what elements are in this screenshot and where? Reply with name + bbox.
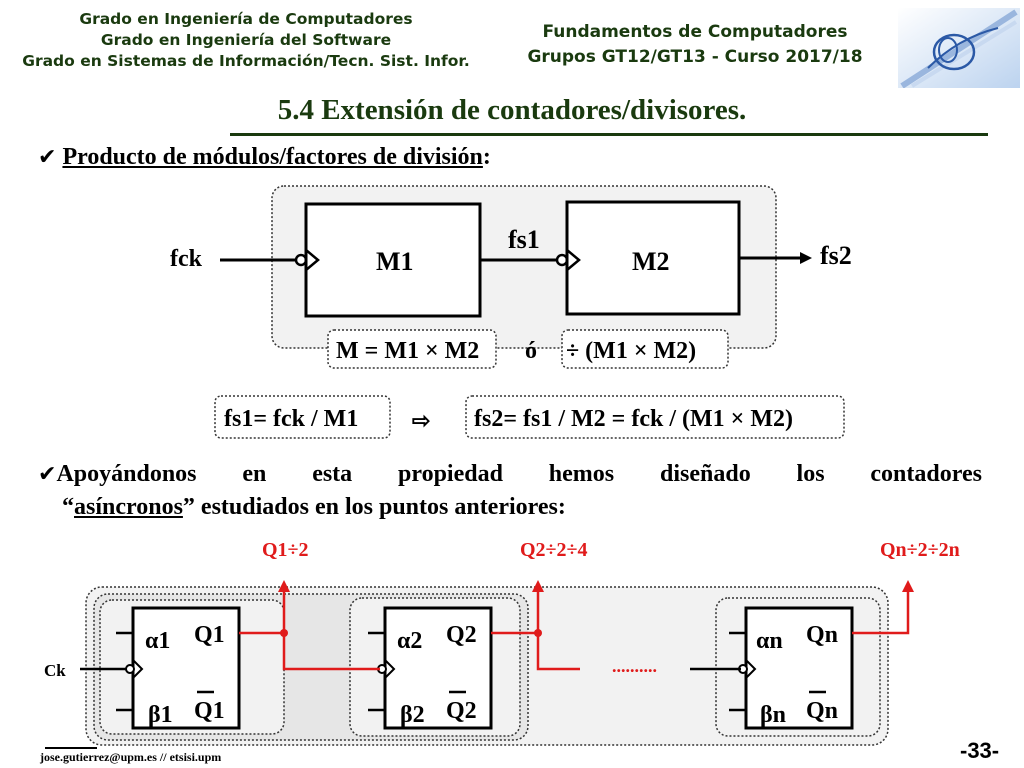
course-name: Fundamentos de Computadores bbox=[542, 22, 848, 42]
header-line: Grado en Sistemas de Información/Tecn. S… bbox=[22, 52, 470, 70]
block-m1 bbox=[304, 202, 482, 318]
qn-output-label: Qn÷2÷2n bbox=[880, 539, 960, 561]
word: contadores bbox=[870, 461, 982, 487]
or-label: ó bbox=[525, 338, 537, 364]
junction-dot-icon bbox=[534, 629, 542, 637]
clock-triangle-icon bbox=[566, 249, 581, 271]
footer-rule bbox=[45, 747, 97, 749]
word: hemos bbox=[548, 461, 615, 487]
university-logo-icon bbox=[898, 8, 1020, 88]
q-label: Q2 bbox=[446, 622, 477, 648]
page-title: 5.4 Extensión de contadores/divisores. bbox=[277, 94, 747, 126]
title-divider bbox=[230, 133, 988, 136]
formula-box-b bbox=[561, 329, 729, 369]
header-left: Grado en Ingeniería de Computadores Grad… bbox=[12, 9, 480, 72]
bullet-text: Producto de módulos/factores de división bbox=[62, 144, 483, 170]
equation-1: fs1= fck / M1 bbox=[224, 406, 358, 432]
word: diseñado bbox=[659, 461, 751, 487]
clock-label: Ck bbox=[44, 661, 66, 680]
junction-dot-icon bbox=[280, 629, 288, 637]
arrow-up-icon bbox=[902, 580, 914, 592]
bullet-product-of-modules: ✔ Producto de módulos/factores de divisi… bbox=[38, 144, 491, 170]
header-line: Grado en Ingeniería de Computadores bbox=[79, 10, 413, 28]
word: los bbox=[796, 461, 825, 487]
arrow-right-icon bbox=[800, 252, 812, 264]
header-right: Fundamentos de Computadores Grupos GT12/… bbox=[500, 20, 890, 70]
underlined-term: asíncronos bbox=[74, 494, 183, 520]
clock-triangle-icon bbox=[305, 249, 320, 271]
block-m2 bbox=[565, 200, 741, 316]
fck-label: fck bbox=[170, 246, 203, 272]
beta-label: β1 bbox=[148, 702, 173, 728]
qbar-label: Q1 bbox=[194, 698, 225, 724]
equation-2: fs2= fs1 / M2 = fck / (M1 × M2) bbox=[474, 406, 793, 432]
q2-output-label: Q2÷2÷4 bbox=[520, 539, 588, 561]
equation-box-1 bbox=[214, 395, 391, 439]
arrow-up-icon bbox=[278, 580, 290, 592]
formula-box-a bbox=[327, 329, 497, 369]
clock-bubble-icon bbox=[125, 664, 135, 674]
m1-label: M1 bbox=[376, 247, 414, 276]
implies-arrow-icon: ⇨ bbox=[412, 408, 430, 433]
word: en bbox=[242, 461, 267, 487]
bullet2-line2: “asíncronos” estudiados en los puntos an… bbox=[38, 491, 982, 523]
m2-label: M2 bbox=[632, 247, 670, 276]
word: Apoyándonos bbox=[56, 461, 197, 487]
alpha-label: αn bbox=[756, 628, 783, 654]
q-signal-wires bbox=[239, 588, 910, 671]
fs2-label: fs2 bbox=[820, 241, 852, 270]
q1-output-label: Q1÷2 bbox=[262, 539, 309, 561]
qbar-label: Q2 bbox=[446, 698, 477, 724]
checkmark-icon: ✔ bbox=[38, 145, 57, 170]
alpha-label: α2 bbox=[397, 628, 422, 654]
equation-box-2 bbox=[465, 395, 845, 439]
checkmark-icon: ✔ bbox=[38, 462, 57, 487]
beta-label: β2 bbox=[400, 702, 425, 728]
header-line: Grado en Ingeniería del Software bbox=[100, 31, 392, 49]
beta-label: βn bbox=[760, 702, 786, 728]
footer-email: jose.gutierrez@upm.es // etsisi.upm bbox=[40, 750, 222, 764]
arrow-up-icon bbox=[532, 580, 544, 592]
formula-a: M = M1 × M2 bbox=[336, 338, 479, 364]
q-label: Q1 bbox=[194, 622, 225, 648]
flip-flop-n: αn βn Qn Qn bbox=[729, 606, 854, 730]
open-quote: “ bbox=[62, 494, 74, 520]
alpha-label: α1 bbox=[145, 628, 170, 654]
bullet2-suffix: ” estudiados en los puntos anteriores: bbox=[182, 494, 566, 520]
flip-flop-2: α2 β2 Q2 Q2 bbox=[368, 606, 493, 730]
course-groups: Grupos GT12/GT13 - Curso 2017/18 bbox=[527, 47, 863, 67]
word: propiedad bbox=[398, 461, 503, 487]
ellipsis-dots: .......... bbox=[612, 656, 657, 676]
bullet2-line1: ✔Apoyándonos en esta propiedad hemos dis… bbox=[38, 458, 982, 491]
page-number: -33- bbox=[960, 738, 1000, 763]
flip-flop-1: α1 β1 Q1 Q1 bbox=[116, 606, 241, 730]
q-label: Qn bbox=[806, 622, 838, 648]
qbar-label: Qn bbox=[806, 698, 838, 724]
bullet-asynchronous-counters: ✔Apoyándonos en esta propiedad hemos dis… bbox=[38, 458, 982, 523]
fs1-label: fs1 bbox=[508, 225, 540, 254]
formula-b: ÷ (M1 × M2) bbox=[566, 338, 696, 364]
word: esta bbox=[312, 461, 353, 487]
